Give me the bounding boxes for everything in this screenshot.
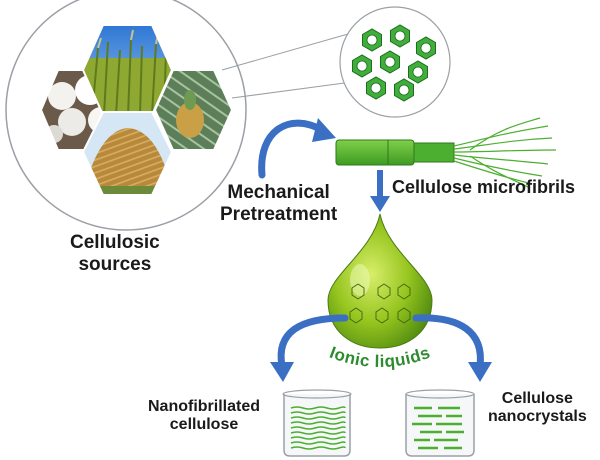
beaker-nanocrystals [405,389,475,457]
nanofiber-strand [290,416,346,420]
lattice-unit-core [394,30,406,42]
molecule-icons [349,283,411,324]
nanofiber-strand [290,406,346,410]
lattice-unit-core [420,42,432,54]
pretreatment-arrow [258,119,326,179]
connector-line-top [221,33,349,71]
arrow-to-nanocrystals [412,314,484,370]
nanofiber-strand [290,441,346,445]
nanofiber-strand [290,421,346,425]
nanofiber-strand [290,411,346,415]
lattice-unit-core [412,66,424,78]
lattice-unit-core [366,34,378,46]
nanofiber-strand [290,446,346,450]
arrow-to-nanofibrillated [277,314,349,370]
cellulose-nanocrystals-label: Cellulose nanocrystals [488,390,587,426]
ionic-liquid-droplet [327,213,433,349]
cellulose-microfibrils-label: Cellulose microfibrils [392,177,576,197]
lattice-unit-core [370,82,382,94]
lattice-unit-core [356,60,368,72]
connector-line-bottom [231,81,353,99]
lattice-unit-core [384,56,396,68]
nanofiber-strand [290,426,346,430]
nanofiber-strand [290,436,346,440]
lattice-units [352,24,436,102]
mechanical-pretreatment-label: Mechanical Pretreatment [220,182,338,225]
hay-photo [83,112,172,195]
microfibril-rod [335,139,415,166]
lattice-unit-core [398,84,410,96]
beaker-nanofibrillated [282,389,352,457]
fibril-strands [453,117,557,189]
cellulosic-sources-label: Cellulosic sources [70,232,160,275]
nanofibrillated-cellulose-label: Nanofibrillated cellulose [148,398,261,434]
nanofiber-strand [290,431,346,435]
